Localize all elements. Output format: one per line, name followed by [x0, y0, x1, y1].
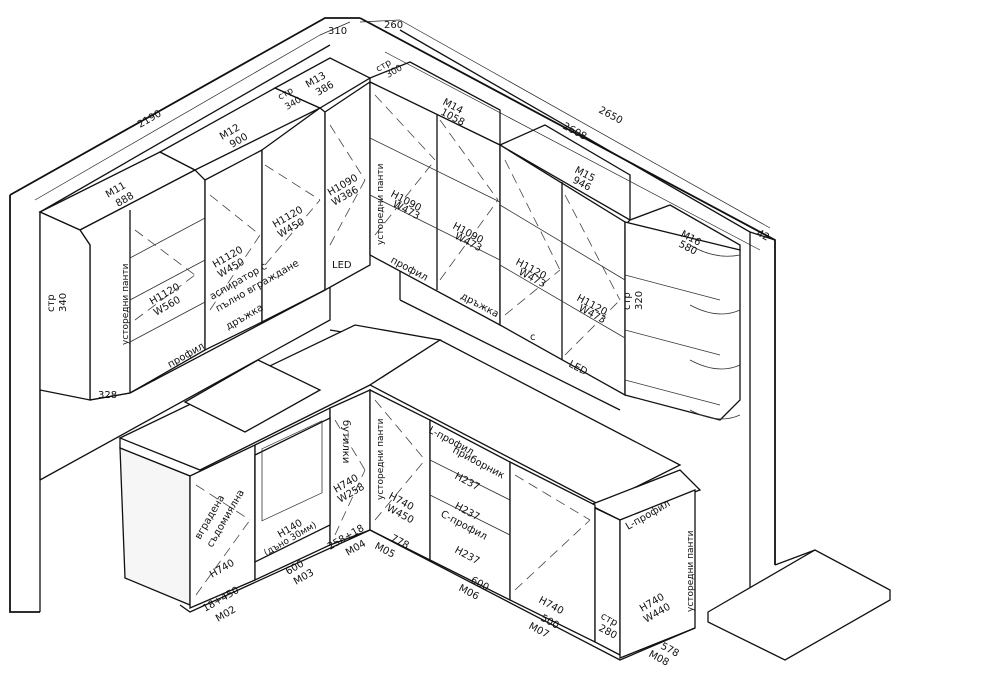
label-shelf-320-v: 320	[634, 291, 645, 310]
label-shelf-320: стр	[622, 292, 633, 310]
note-328: 328	[98, 390, 117, 401]
note-hinges-4: усторедни панти	[686, 530, 696, 612]
note-hinges-1: усторедни панти	[121, 263, 131, 345]
dim-42: 42	[755, 228, 771, 244]
dim-2190: 2190	[136, 108, 164, 130]
dim-2650: 2650	[597, 105, 625, 127]
lower-cabinets-left	[118, 324, 442, 613]
bar-table	[707, 549, 891, 661]
note-hinges-3: усторедни панти	[376, 418, 386, 500]
note-c-1: с	[530, 332, 536, 343]
dim-260: 260	[384, 20, 403, 31]
note-led-1: LED	[332, 260, 352, 271]
dim-310: 310	[328, 26, 347, 37]
lower-cabinets-right	[368, 339, 702, 661]
note-bottles: бутилки	[340, 420, 351, 463]
note-hinges-2: усторедни панти	[376, 163, 386, 245]
label-shelf-340-a: стр	[46, 294, 57, 312]
upper-cabinets-right	[369, 61, 741, 421]
label-shelf-340-a-v: 340	[58, 293, 69, 312]
upper-cabinets-left	[38, 57, 372, 480]
dimension-lines	[34, 19, 771, 251]
